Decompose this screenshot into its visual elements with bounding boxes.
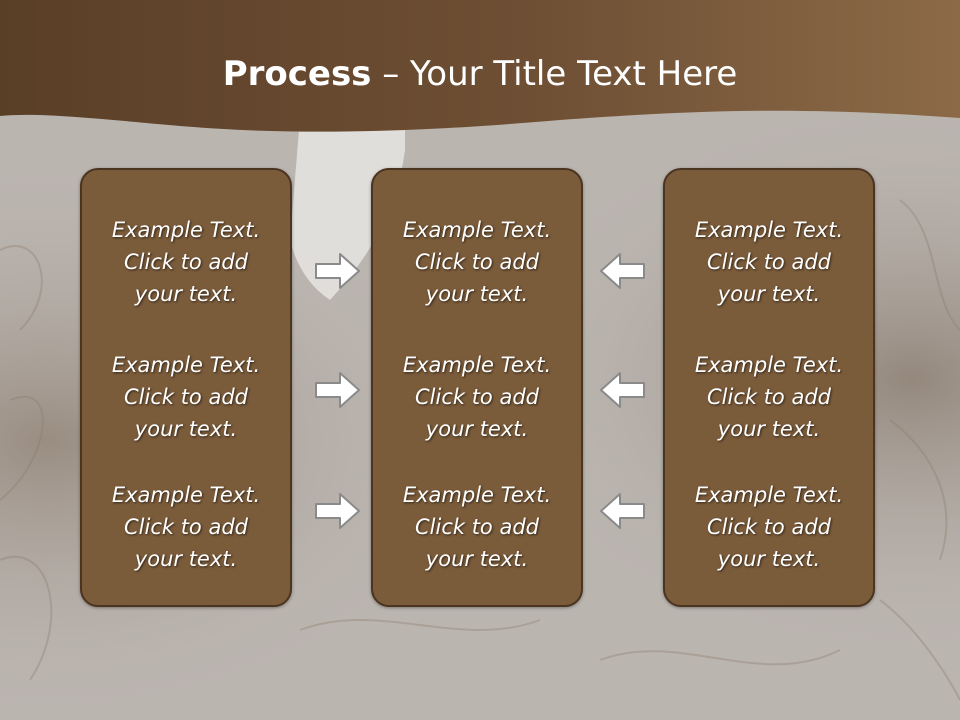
process-box-right[interactable]: Example Text. Click to add your text. Ex… [663, 168, 875, 607]
slide-title[interactable]: Process – Your Title Text Here [0, 52, 960, 96]
text-block[interactable]: Example Text. Click to add your text. [665, 214, 873, 310]
text-line: your text. [134, 547, 238, 571]
text-line: Click to add [414, 515, 539, 539]
text-line: your text. [425, 417, 529, 441]
left-arrow-icon [600, 253, 645, 289]
text-line: Example Text. [402, 483, 552, 507]
title-rest: – Your Title Text Here [371, 54, 738, 94]
text-block[interactable]: Example Text. Click to add your text. [665, 349, 873, 445]
text-block[interactable]: Example Text. Click to add your text. [373, 349, 581, 445]
text-line: Click to add [123, 250, 248, 274]
text-line: Example Text. [694, 218, 844, 242]
text-line: Example Text. [111, 353, 261, 377]
text-line: your text. [717, 417, 821, 441]
text-line: Example Text. [694, 353, 844, 377]
text-line: Click to add [123, 515, 248, 539]
text-line: Click to add [706, 515, 831, 539]
right-arrow-icon [315, 253, 360, 289]
process-box-center[interactable]: Example Text. Click to add your text. Ex… [371, 168, 583, 607]
text-line: Example Text. [111, 218, 261, 242]
left-arrow-icon [600, 493, 645, 529]
text-line: your text. [134, 282, 238, 306]
text-block[interactable]: Example Text. Click to add your text. [82, 479, 290, 575]
title-bold: Process [222, 54, 372, 94]
text-block[interactable]: Example Text. Click to add your text. [373, 479, 581, 575]
right-arrow-icon [315, 493, 360, 529]
text-line: Click to add [706, 250, 831, 274]
text-line: Example Text. [694, 483, 844, 507]
text-line: your text. [717, 282, 821, 306]
text-block[interactable]: Example Text. Click to add your text. [82, 349, 290, 445]
text-block[interactable]: Example Text. Click to add your text. [665, 479, 873, 575]
text-line: your text. [134, 417, 238, 441]
right-arrow-icon [315, 372, 360, 408]
text-line: your text. [425, 282, 529, 306]
text-line: Click to add [414, 250, 539, 274]
text-line: your text. [425, 547, 529, 571]
text-line: Click to add [414, 385, 539, 409]
text-block[interactable]: Example Text. Click to add your text. [373, 214, 581, 310]
process-box-left[interactable]: Example Text. Click to add your text. Ex… [80, 168, 292, 607]
text-line: Example Text. [402, 353, 552, 377]
text-line: Click to add [123, 385, 248, 409]
text-block[interactable]: Example Text. Click to add your text. [82, 214, 290, 310]
text-line: Click to add [706, 385, 831, 409]
left-arrow-icon [600, 372, 645, 408]
text-line: Example Text. [111, 483, 261, 507]
text-line: Example Text. [402, 218, 552, 242]
text-line: your text. [717, 547, 821, 571]
